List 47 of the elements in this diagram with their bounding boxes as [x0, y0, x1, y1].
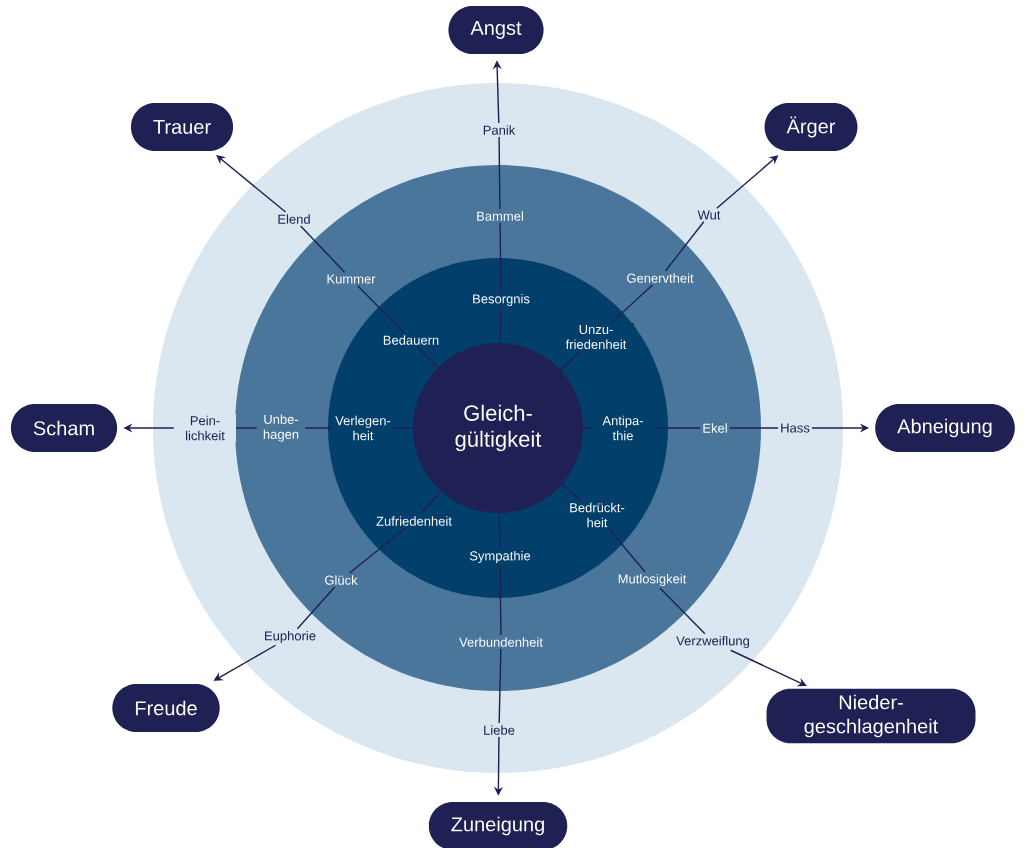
emotion-label: Kummer: [324, 272, 378, 286]
spoke-line: [296, 586, 336, 630]
emotion-pill: Trauer: [130, 103, 234, 151]
spoke-line: [498, 136, 501, 210]
emotion-pill: Freude: [112, 684, 220, 732]
spoke-line: [498, 648, 502, 724]
emotion-label: Glück: [322, 573, 360, 587]
spoke-line: [610, 284, 654, 324]
emotion-pill: Nieder- geschlagenheit: [766, 688, 976, 744]
emotion-label: Hass: [778, 421, 812, 435]
emotion-pill: Zuneigung: [428, 802, 568, 848]
emotion-label: Panik: [480, 123, 518, 137]
spoke-line: [499, 564, 502, 636]
spoke-line: [561, 483, 582, 502]
emotion-label: Elend: [275, 212, 313, 226]
spoke-line: [419, 490, 442, 515]
emotion-pill: Abneigung: [875, 404, 1015, 452]
arrow: [729, 649, 807, 687]
spoke-line: [299, 225, 346, 273]
spoke-line: [653, 427, 701, 429]
spoke-line: [608, 528, 646, 573]
spoke-line: [235, 427, 258, 429]
spoke-line: [659, 587, 706, 635]
emotion-label: Unbe- hagen: [257, 412, 305, 444]
spoke-line: [499, 222, 502, 293]
emotion-label: Zufriedenheit: [374, 514, 454, 528]
emotion-label: Verbundenheit: [457, 635, 545, 649]
spoke-line: [729, 427, 779, 429]
spoke-line: [417, 346, 439, 369]
arrow: [216, 155, 287, 213]
emotion-label: Antipa- thie: [592, 413, 654, 443]
emotion-label: Wut: [695, 208, 723, 222]
emotion-label: Bammel: [474, 209, 526, 223]
emotion-label: Verlegen- heit: [333, 413, 393, 443]
emotion-label: Ekel: [700, 421, 730, 435]
emotion-label: Unzu- friedenheit: [558, 322, 634, 351]
emotion-pill: Angst: [448, 6, 544, 54]
emotion-label: Liebe: [481, 723, 517, 737]
spoke-line: [559, 350, 582, 371]
spoke-line: [348, 527, 407, 574]
spoke-line: [356, 285, 405, 334]
spoke-line: [664, 221, 705, 272]
emotion-label: Genervtheit: [624, 271, 696, 285]
emotion-label: Pein- lichkeit: [174, 413, 236, 443]
emotion-pill: Ärger: [764, 103, 858, 151]
spoke-line: [304, 427, 334, 429]
emotion-pill: Scham: [10, 404, 118, 452]
